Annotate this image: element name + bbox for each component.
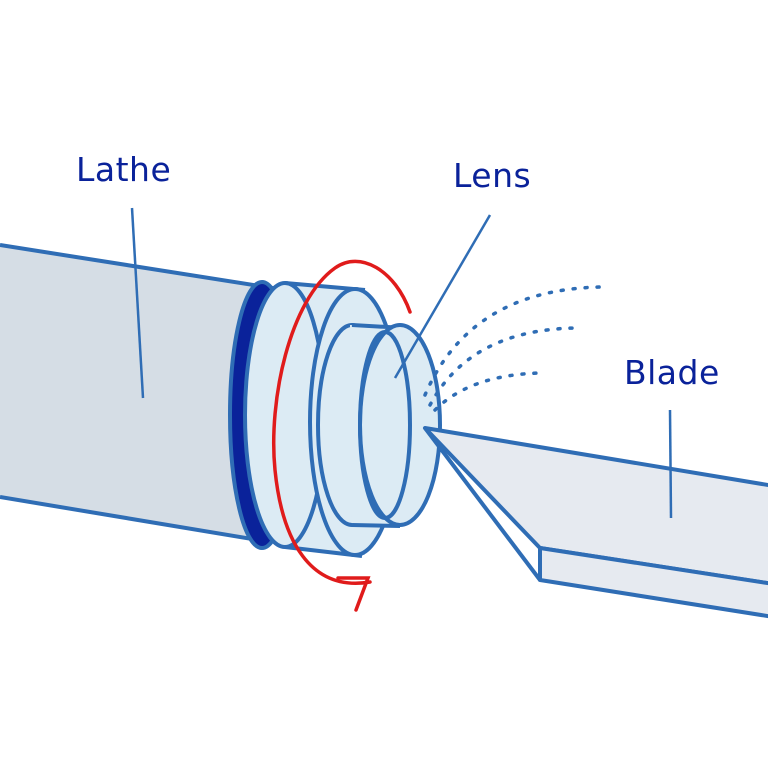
lathe-leader: [130, 207, 145, 399]
blade-top: [423, 426, 768, 586]
rotation-arrow: [271, 259, 412, 612]
lens-label: Lens: [453, 156, 532, 195]
lens-leader: [393, 214, 492, 379]
blade-leader: [668, 409, 673, 519]
blade-side: [538, 546, 768, 619]
blade-label: Blade: [624, 353, 720, 392]
chip-spray: [423, 285, 602, 412]
lathe-label: Lathe: [76, 150, 172, 189]
